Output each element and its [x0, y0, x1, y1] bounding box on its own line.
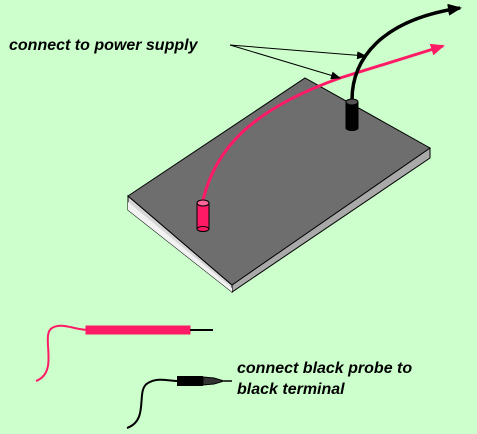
black-probe	[126, 376, 232, 429]
black-probe-handle	[177, 376, 203, 386]
red-supply-wire	[201, 43, 445, 201]
black-probe-label-line2: black terminal	[237, 381, 345, 398]
red-probe-handle	[85, 325, 191, 335]
black-probe-cable	[126, 378, 179, 429]
black-terminal	[345, 98, 359, 131]
red-probe-cable	[35, 324, 89, 382]
board-edge-strip	[128, 202, 232, 292]
board	[127, 77, 431, 294]
black-supply-wire	[350, 3, 462, 101]
black-probe-label-line1: connect black probe to	[237, 360, 412, 377]
power-supply-label: connect to power supply	[9, 37, 199, 54]
red-probe	[35, 324, 213, 382]
black-probe-nose	[202, 376, 226, 386]
pointer-to-red-wire	[229, 44, 341, 80]
red-terminal	[196, 199, 210, 232]
pointer-to-black-wire	[229, 44, 367, 60]
